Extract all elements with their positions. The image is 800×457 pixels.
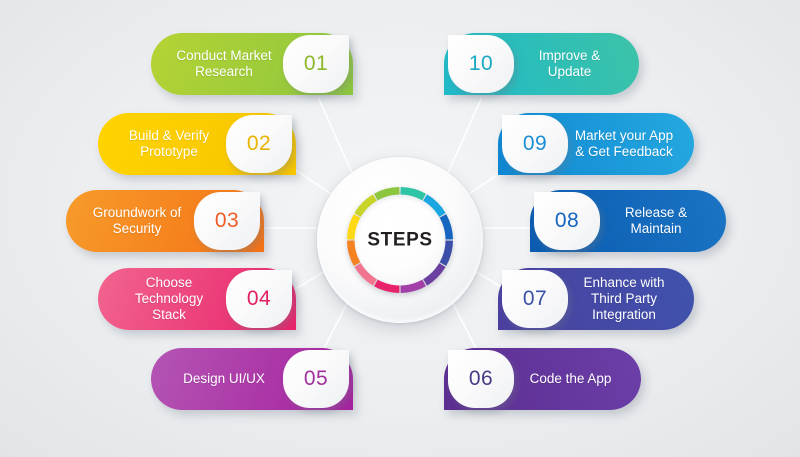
step-label: Design UI/UX: [183, 371, 265, 386]
step-card-06[interactable]: Code the App 06: [444, 348, 641, 410]
step-card-10[interactable]: Improve & Update 10: [444, 33, 639, 95]
step-card-01[interactable]: Conduct Market Research 01: [151, 33, 353, 95]
step-number-badge: 10: [448, 35, 514, 93]
step-number: 09: [522, 132, 548, 155]
step-label: Choose Technology Stack: [134, 275, 204, 322]
step-card-08[interactable]: Release & Maintain 08: [530, 190, 726, 252]
hub-inner-circle: STEPS: [354, 194, 446, 286]
step-label: Code the App: [529, 371, 612, 386]
ring-segment: [420, 194, 446, 220]
step-label: Conduct Market Research: [176, 48, 272, 79]
step-label: Release & Maintain: [624, 205, 688, 236]
step-number-badge: 07: [502, 270, 568, 328]
steps-donut-ring: STEPS: [339, 179, 461, 301]
step-number-badge: 06: [448, 350, 514, 408]
step-number-badge: 09: [502, 115, 568, 173]
center-hub: STEPS: [317, 157, 483, 323]
step-label: Enhance with Third Party Integration: [583, 275, 665, 322]
ring-segment: [420, 260, 446, 286]
step-number-badge: 05: [283, 350, 349, 408]
step-number-badge: 04: [226, 270, 292, 328]
step-card-07[interactable]: Enhance with Third Party Integration 07: [498, 268, 694, 330]
step-number: 08: [554, 209, 580, 232]
step-number: 10: [468, 52, 494, 75]
step-number: 01: [303, 52, 329, 75]
step-card-05[interactable]: Design UI/UX 05: [151, 348, 353, 410]
step-number: 04: [246, 287, 272, 310]
hub-label: STEPS: [367, 229, 433, 250]
step-number: 02: [246, 132, 272, 155]
step-label: Market your App & Get Feedback: [574, 128, 674, 159]
step-number: 06: [468, 367, 494, 390]
step-label: Build & Verify Prototype: [128, 128, 210, 159]
step-number-badge: 08: [534, 192, 600, 250]
step-number-badge: 03: [194, 192, 260, 250]
step-number-badge: 02: [226, 115, 292, 173]
ring-segment: [354, 260, 380, 286]
step-card-03[interactable]: Groundwork of Security 03: [66, 190, 264, 252]
step-number-badge: 01: [283, 35, 349, 93]
step-label: Improve & Update: [538, 48, 601, 79]
step-number: 05: [303, 367, 329, 390]
step-card-02[interactable]: Build & Verify Prototype 02: [98, 113, 296, 175]
step-card-09[interactable]: Market your App & Get Feedback 09: [498, 113, 694, 175]
step-number: 03: [214, 209, 240, 232]
step-card-04[interactable]: Choose Technology Stack 04: [98, 268, 296, 330]
step-label: Groundwork of Security: [92, 205, 182, 236]
step-number: 07: [522, 287, 548, 310]
